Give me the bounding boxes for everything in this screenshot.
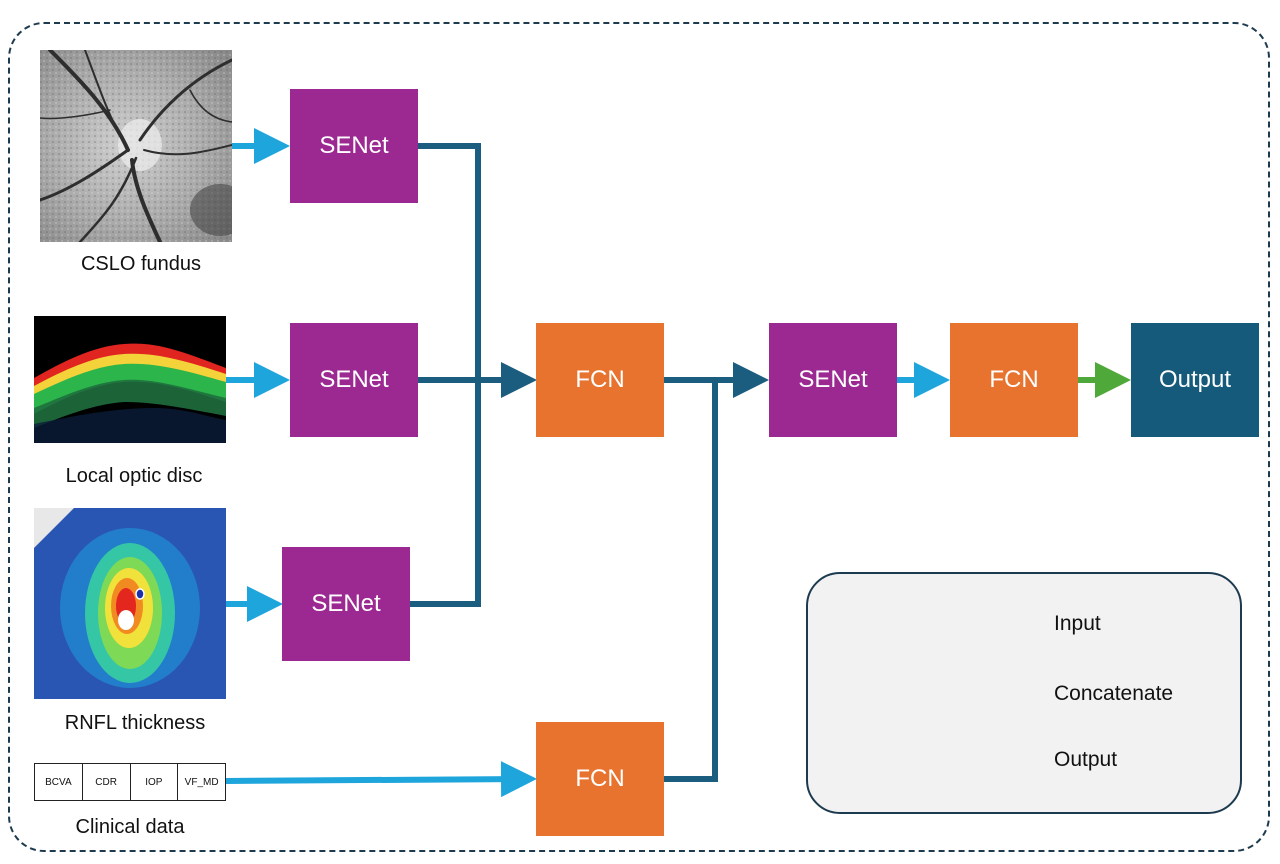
fcn-clinical-block: FCN (536, 722, 664, 836)
cslo-fundus-image (40, 50, 232, 242)
optic-disc-oct-image (34, 316, 226, 443)
senet-block-2: SENet (290, 323, 418, 437)
senet-block-1: SENet (290, 89, 418, 203)
clinical-column-vf-md: VF_MD (184, 776, 219, 788)
senet-fusion-block: SENet (769, 323, 897, 437)
legend-panel: Input Concatenate Output (806, 572, 1242, 814)
clinical-data-table: BCVA CDR IOP VF_MD (34, 763, 226, 801)
legend-label-concatenate: Concatenate (1054, 682, 1174, 705)
outer-dashed-frame (8, 22, 1270, 852)
caption-clinical-data: Clinical data (75, 816, 185, 838)
clinical-column-iop: IOP (131, 764, 179, 800)
legend-label-input: Input (1054, 612, 1101, 635)
legend-label-output: Output (1054, 748, 1118, 771)
caption-optic-disc: Local optic disc (65, 465, 203, 487)
senet-block-3: SENet (282, 547, 410, 661)
clinical-column-bcva: BCVA (35, 764, 83, 800)
rnfl-thickness-map (34, 508, 226, 699)
fcn-merge-block: FCN (536, 323, 664, 437)
clinical-column-cdr: CDR (83, 764, 131, 800)
output-block: Output (1131, 323, 1259, 437)
concat-wire-senet-1 (418, 143, 481, 380)
concat-wire-senet-3 (410, 380, 481, 607)
input-arrow-clinical (225, 761, 537, 798)
concat-wire-fcn-clinical (664, 380, 718, 782)
fcn-final-block: FCN (950, 323, 1078, 437)
caption-cslo-fundus: CSLO fundus (80, 253, 202, 275)
caption-rnfl: RNFL thickness (64, 712, 206, 734)
